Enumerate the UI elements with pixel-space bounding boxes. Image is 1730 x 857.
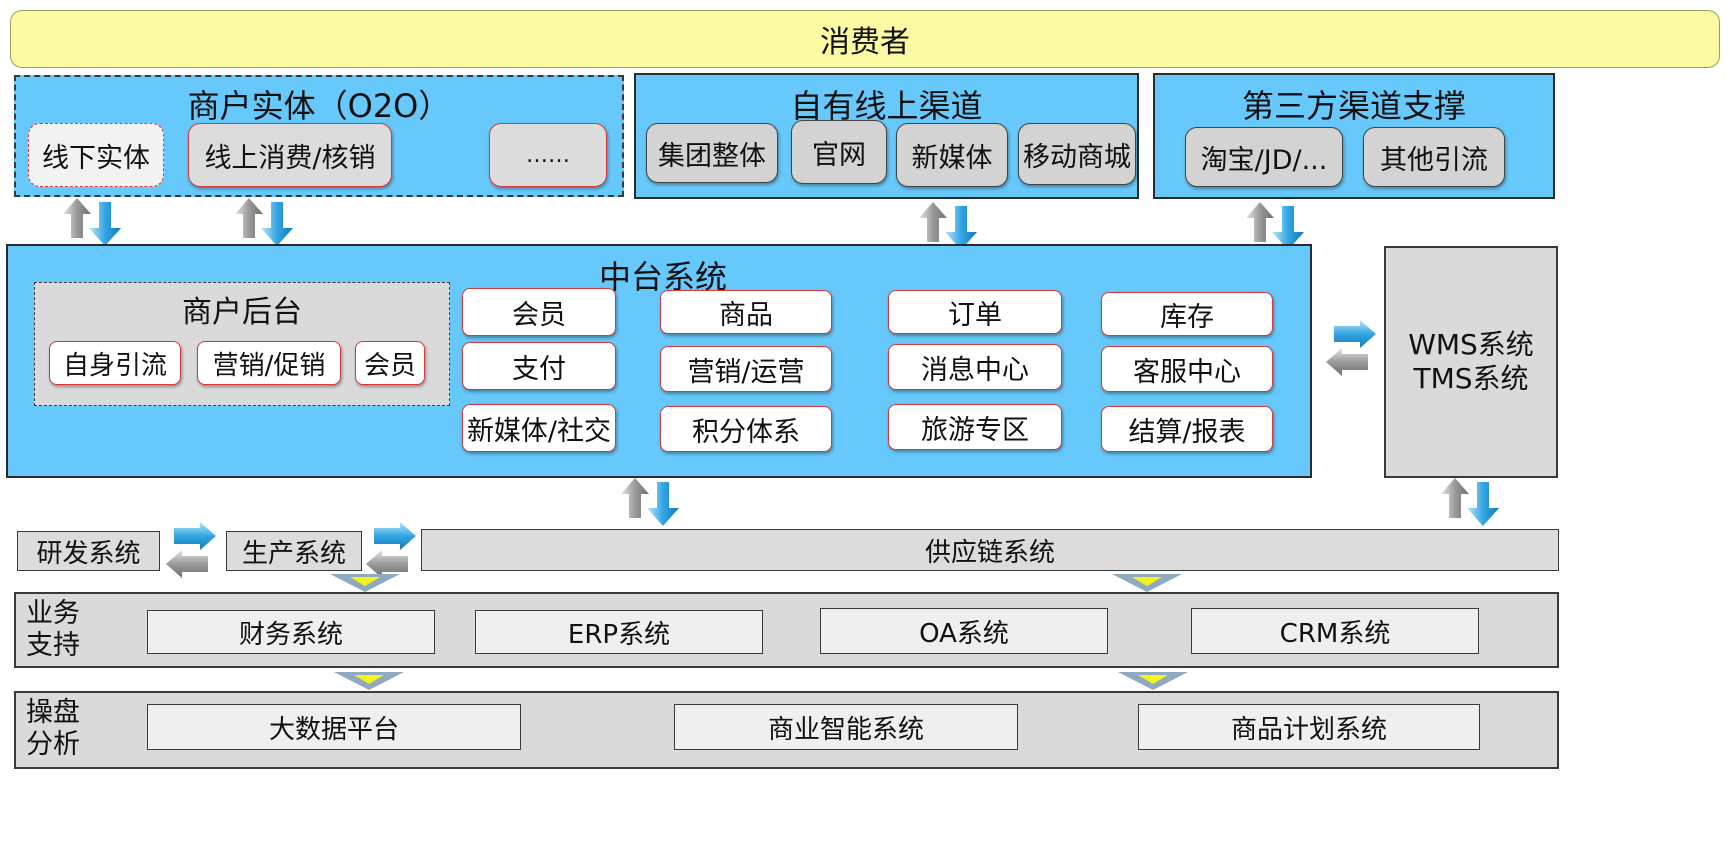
bi-system-box[interactable]: 商业智能系统 xyxy=(674,704,1018,750)
own-online-item[interactable]: 新媒体 xyxy=(896,123,1008,187)
third-party-item[interactable]: 其他引流 xyxy=(1363,127,1505,187)
middle-platform-title: 中台系统 xyxy=(598,258,727,296)
wms-tms-box: WMS系统 TMS系统 xyxy=(1384,246,1558,478)
module-message-center[interactable]: 消息中心 xyxy=(888,344,1062,390)
crm-system-box[interactable]: CRM系统 xyxy=(1191,608,1479,654)
module-marketing[interactable]: 营销/运营 xyxy=(660,346,832,392)
third-party-title: 第三方渠道支撑 xyxy=(1241,87,1466,125)
module-inventory[interactable]: 库存 xyxy=(1101,292,1273,336)
down-chevron-icon xyxy=(330,574,400,594)
module-member[interactable]: 会员 xyxy=(462,288,616,336)
business-support-band: 业务 支持 财务系统 ERP系统 OA系统 CRM系统 xyxy=(14,592,1559,668)
down-chevron-icon xyxy=(334,672,404,692)
module-customer-service[interactable]: 客服中心 xyxy=(1101,346,1273,392)
sync-arrows-icon xyxy=(620,478,682,528)
merchant-backend-title: 商户后台 xyxy=(182,295,302,330)
own-online-item[interactable]: 官网 xyxy=(791,120,887,184)
own-online-panel: 自有线上渠道 集团整体 官网 新媒体 移动商城 xyxy=(634,73,1139,199)
module-order[interactable]: 订单 xyxy=(888,290,1062,334)
merchant-entity-item[interactable]: …… xyxy=(489,123,607,187)
merchant-backend-item[interactable]: 自身引流 xyxy=(49,341,181,385)
merchant-entity-item[interactable]: 线上消费/核销 xyxy=(188,123,392,187)
middle-platform-panel: 中台系统 商户后台 自身引流 营销/促销 会员 会员 支付 新媒体/社交 商品 … xyxy=(6,244,1312,478)
production-system-box: 生产系统 xyxy=(226,531,362,571)
merchant-backend-item[interactable]: 会员 xyxy=(355,341,425,385)
merchant-backend-item[interactable]: 营销/促销 xyxy=(197,341,341,385)
operations-band: 操盘 分析 大数据平台 商业智能系统 商品计划系统 xyxy=(14,691,1559,769)
module-social[interactable]: 新媒体/社交 xyxy=(462,404,616,452)
consumer-bar: 消费者 xyxy=(10,10,1720,68)
consumer-label: 消费者 xyxy=(820,25,910,60)
sync-arrows-icon xyxy=(234,198,296,248)
own-online-item[interactable]: 移动商城 xyxy=(1018,123,1136,185)
module-points[interactable]: 积分体系 xyxy=(660,406,832,452)
wms-label: WMS系统 xyxy=(1408,328,1534,361)
merchant-entity-item[interactable]: 线下实体 xyxy=(28,123,164,187)
down-chevron-icon xyxy=(1112,574,1182,594)
business-support-label: 业务 支持 xyxy=(26,598,80,661)
oa-system-box[interactable]: OA系统 xyxy=(820,608,1108,654)
merchant-entity-title: 商户实体（O2O） xyxy=(187,87,451,125)
merchant-backend-box: 商户后台 自身引流 营销/促销 会员 xyxy=(34,282,450,406)
own-online-title: 自有线上渠道 xyxy=(790,87,983,125)
erp-system-box[interactable]: ERP系统 xyxy=(475,610,763,654)
sync-arrows-icon xyxy=(1440,478,1502,528)
exchange-arrows-icon xyxy=(366,522,416,578)
big-data-platform-box[interactable]: 大数据平台 xyxy=(147,704,521,750)
module-product[interactable]: 商品 xyxy=(660,290,832,334)
third-party-item[interactable]: 淘宝/JD/... xyxy=(1185,127,1343,187)
third-party-panel: 第三方渠道支撑 淘宝/JD/... 其他引流 xyxy=(1153,73,1555,199)
down-chevron-icon xyxy=(1118,672,1188,692)
supply-chain-box: 供应链系统 xyxy=(421,529,1559,571)
module-settlement[interactable]: 结算/报表 xyxy=(1101,406,1273,452)
finance-system-box[interactable]: 财务系统 xyxy=(147,610,435,654)
exchange-arrows-icon xyxy=(1326,320,1376,376)
module-travel[interactable]: 旅游专区 xyxy=(888,404,1062,450)
operations-label: 操盘 分析 xyxy=(26,697,80,760)
sync-arrows-icon xyxy=(62,198,124,248)
tms-label: TMS系统 xyxy=(1413,362,1529,395)
own-online-item[interactable]: 集团整体 xyxy=(646,123,778,183)
product-planning-box[interactable]: 商品计划系统 xyxy=(1138,704,1480,750)
module-payment[interactable]: 支付 xyxy=(462,342,616,390)
merchant-entity-panel: 商户实体（O2O） 线下实体 线上消费/核销 …… xyxy=(14,75,624,197)
exchange-arrows-icon xyxy=(166,522,216,578)
rd-system-box: 研发系统 xyxy=(17,531,160,571)
